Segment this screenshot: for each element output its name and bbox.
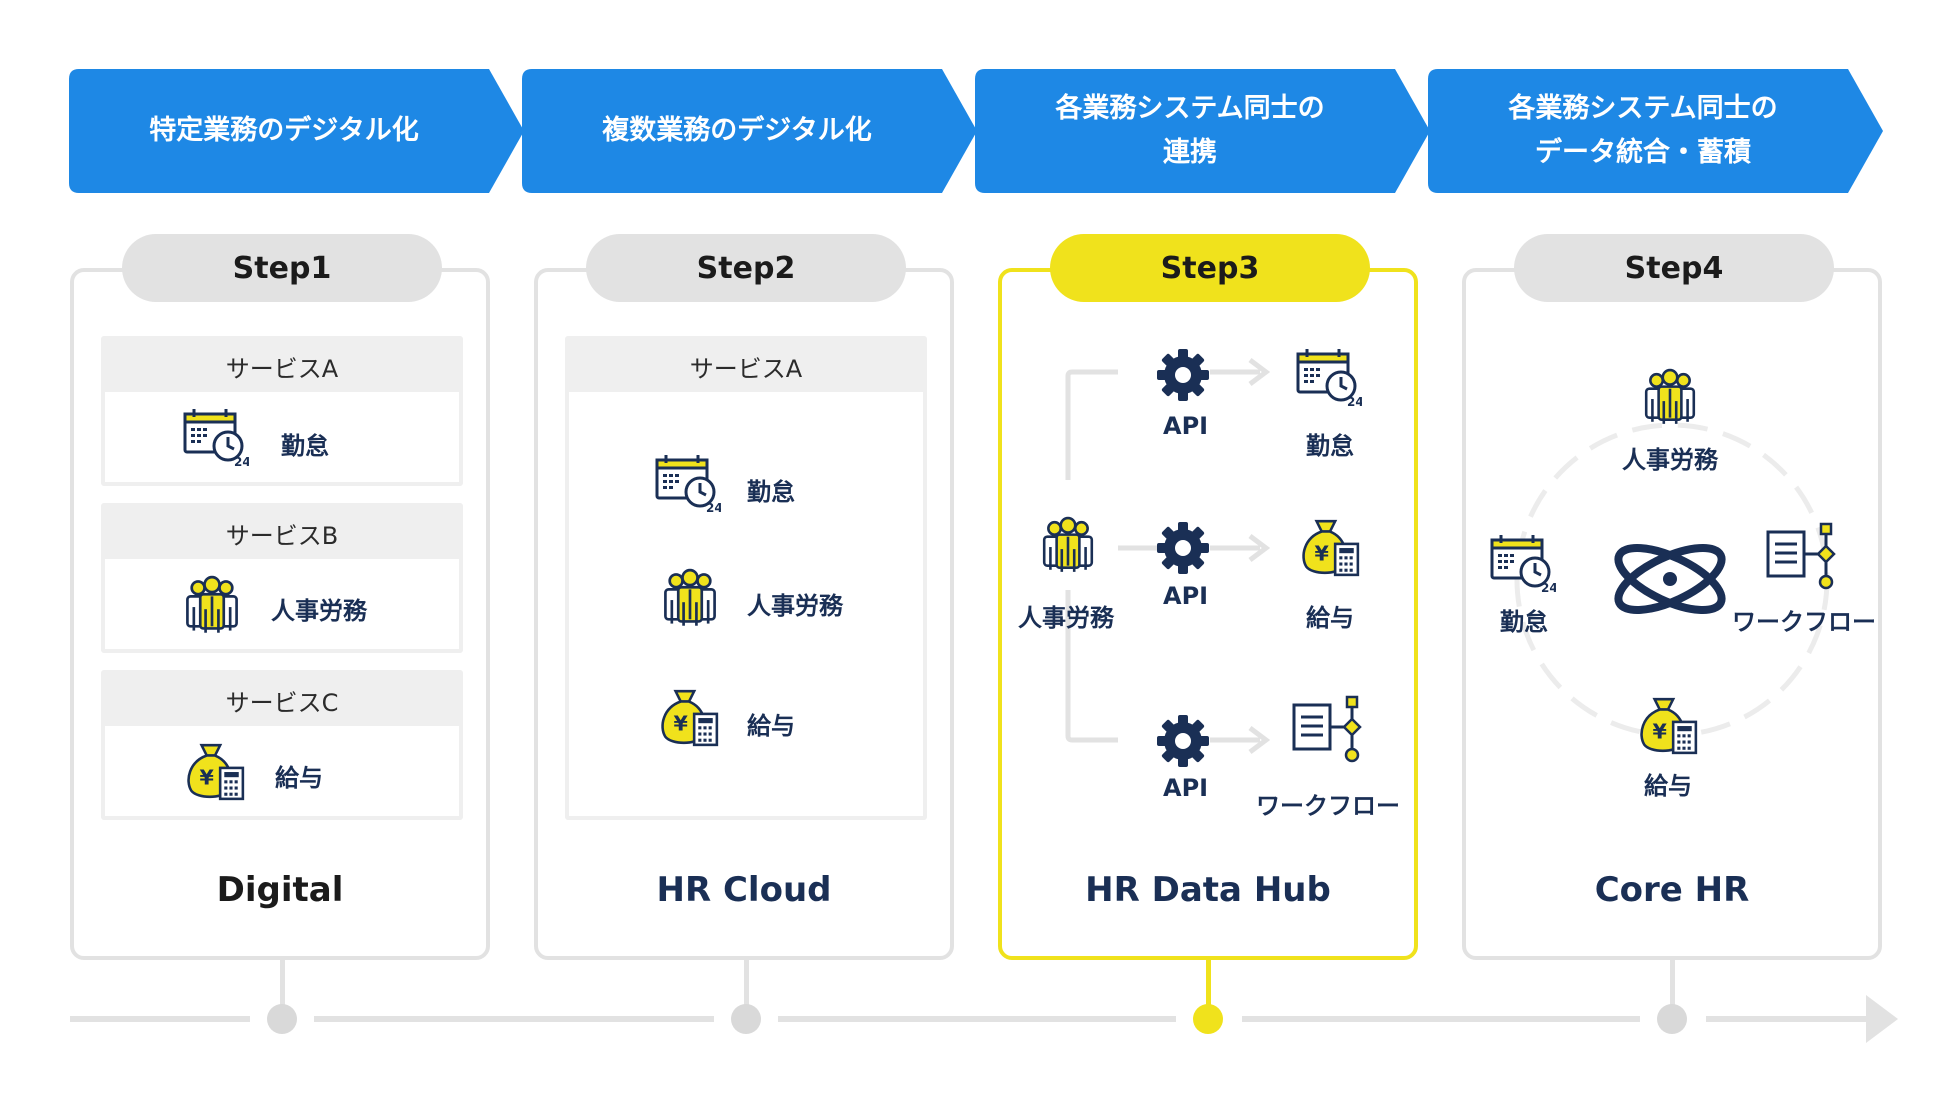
timeline-dot-step4 <box>1657 1004 1687 1034</box>
service-box-a: サービスA 勤怠 <box>101 336 463 486</box>
gear-icon <box>1157 715 1209 767</box>
service-header: サービスC <box>225 688 339 717</box>
service-box-c: サービスC 給与 <box>101 670 463 820</box>
timeline-stem <box>280 960 285 1006</box>
people-icon <box>664 568 716 628</box>
target-label: 給与 <box>1306 604 1354 632</box>
timecard-icon <box>655 454 721 517</box>
service-header: サービスB <box>225 521 339 550</box>
timeline-dot-step1 <box>267 1004 297 1034</box>
step1-pill: Step1 <box>122 234 442 302</box>
money-bag-icon <box>1302 519 1360 577</box>
source-label: 人事労務 <box>1018 604 1114 632</box>
timeline-dot-step2 <box>731 1004 761 1034</box>
workflow-icon <box>1766 522 1836 590</box>
node-label: 勤怠 <box>1500 608 1548 636</box>
phase-chevron-3: 各業務システム同士の 連携 <box>975 69 1430 193</box>
money-bag-icon <box>187 743 245 801</box>
timeline-stem <box>1670 960 1675 1006</box>
step4-pill: Step4 <box>1514 234 1834 302</box>
timeline-segment <box>70 1016 250 1022</box>
api-label: API <box>1163 582 1209 610</box>
target-label: 勤怠 <box>1306 432 1354 460</box>
atom-icon <box>1610 538 1730 620</box>
target-label: ワークフロー <box>1256 792 1400 820</box>
people-icon <box>1042 516 1094 574</box>
timecard-icon <box>1490 534 1556 597</box>
money-bag-icon <box>661 689 719 747</box>
service-box-a: サービスA 勤怠 人事労務 給与 <box>565 336 927 820</box>
item-label: 人事労務 <box>747 592 843 620</box>
timeline-dot-step3 <box>1193 1004 1223 1034</box>
node-label: 給与 <box>1644 772 1692 800</box>
timeline-stem <box>1206 960 1211 1006</box>
service-label: 勤怠 <box>281 432 329 460</box>
step4-title: Core HR <box>1594 870 1750 910</box>
service-body: 勤怠 <box>105 392 459 482</box>
workflow-icon <box>1292 695 1362 763</box>
timeline-segment <box>778 1016 1176 1022</box>
item-label: 給与 <box>747 712 795 740</box>
service-body: 人事労務 <box>105 559 459 649</box>
timeline-segment <box>314 1016 714 1022</box>
service-label: 人事労務 <box>271 597 367 625</box>
item-label: 勤怠 <box>747 478 795 506</box>
phase-label: 複数業務のデジタル化 <box>602 115 872 146</box>
node-label: ワークフロー <box>1732 608 1876 636</box>
phase-chevron-2: 複数業務のデジタル化 <box>522 69 977 193</box>
service-label: 給与 <box>275 764 323 792</box>
step1-title: Digital <box>216 870 344 910</box>
service-body: 勤怠 人事労務 給与 <box>569 392 923 816</box>
service-body: 給与 <box>105 726 459 816</box>
service-box-b: サービスB 人事労務 <box>101 503 463 653</box>
phase-label: 各業務システム同士の データ統合・蓄積 <box>1508 93 1778 168</box>
step2-pill: Step2 <box>586 234 906 302</box>
timeline-stem <box>744 960 749 1006</box>
people-icon <box>1644 368 1696 426</box>
gear-icon <box>1157 349 1209 401</box>
phase-chevron-1: 特定業務のデジタル化 <box>69 69 524 193</box>
service-header: サービスA <box>689 354 803 383</box>
timeline-segment <box>1706 1016 1876 1022</box>
timeline-arrow-icon <box>1866 995 1898 1043</box>
phase-chevron-4: 各業務システム同士の データ統合・蓄積 <box>1428 69 1883 193</box>
people-icon <box>186 575 238 635</box>
step3-pill: Step3 <box>1050 234 1370 302</box>
timecard-icon <box>183 408 249 471</box>
api-label: API <box>1163 412 1209 440</box>
node-label: 人事労務 <box>1622 446 1718 474</box>
phase-label: 各業務システム同士の 連携 <box>1055 93 1325 168</box>
timecard-icon <box>1296 348 1362 411</box>
step3-connectors <box>1065 358 1271 754</box>
money-bag-icon <box>1640 697 1698 755</box>
timeline-segment <box>1242 1016 1640 1022</box>
step3-title: HR Data Hub <box>1085 870 1331 910</box>
gear-icon <box>1157 522 1209 574</box>
api-label: API <box>1163 774 1209 802</box>
phase-label: 特定業務のデジタル化 <box>149 115 419 146</box>
service-header: サービスA <box>225 354 339 383</box>
step2-title: HR Cloud <box>656 870 832 910</box>
